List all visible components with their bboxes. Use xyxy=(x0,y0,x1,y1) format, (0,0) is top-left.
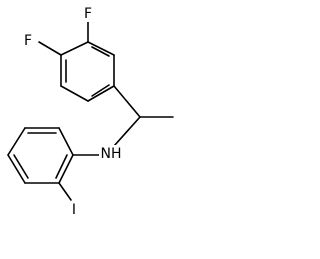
iodine-label: I xyxy=(72,202,76,218)
fluorine-left-label: F xyxy=(24,33,32,49)
bond xyxy=(7,154,26,184)
chemical-structure: F F NH I xyxy=(7,6,174,218)
bond xyxy=(7,127,26,156)
ring-to-ch-bond xyxy=(113,85,141,118)
difluorophenyl-ring xyxy=(60,41,115,102)
double-bond-inner xyxy=(55,154,68,179)
c-i-bond xyxy=(58,182,72,201)
fluorine-top-atom: F xyxy=(81,6,95,22)
bond xyxy=(87,85,115,102)
double-bond-inner xyxy=(91,46,110,57)
bond xyxy=(60,41,89,56)
bond xyxy=(58,154,74,184)
ch-to-nh-bond xyxy=(113,116,141,147)
bond xyxy=(87,41,115,56)
bond xyxy=(60,85,89,102)
bond xyxy=(58,127,74,156)
amine-atom: NH xyxy=(99,145,123,162)
iodophenyl-ring xyxy=(7,127,74,184)
double-bond-inner xyxy=(91,84,110,97)
amine-label: NH xyxy=(101,146,122,162)
fluorine-left-atom: F xyxy=(21,33,35,49)
fluorine-top-label: F xyxy=(84,6,92,22)
double-bond-inner xyxy=(13,154,29,179)
iodine-atom: I xyxy=(69,202,79,218)
c-f-bond-left xyxy=(38,41,62,56)
